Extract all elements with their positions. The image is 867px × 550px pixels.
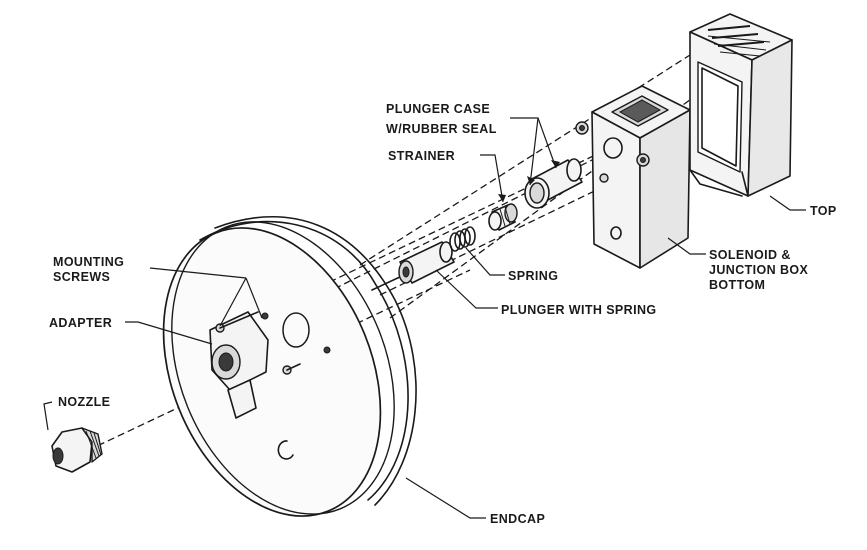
label-endcap: ENDCAP bbox=[490, 512, 545, 526]
label-top: TOP bbox=[810, 204, 837, 218]
cover-stamp bbox=[707, 25, 771, 57]
solenoid-junction-box-bottom bbox=[575, 85, 691, 269]
label-adapter: ADAPTER bbox=[49, 316, 112, 330]
label-nozzle: NOZZLE bbox=[58, 395, 110, 409]
adapter bbox=[209, 311, 301, 419]
label-mounting-line-2: SCREWS bbox=[53, 270, 110, 284]
spring bbox=[449, 226, 476, 252]
label-plunger-with-spring: PLUNGER WITH SPRING bbox=[501, 303, 657, 317]
screw-hole-lower bbox=[323, 346, 331, 354]
label-mounting-line-1: MOUNTING bbox=[53, 255, 124, 269]
labels: PLUNGER CASE W/RUBBER SEAL STRAINER TOP … bbox=[49, 102, 837, 526]
screw-hole-upper bbox=[261, 312, 269, 320]
label-rubber-seal: W/RUBBER SEAL bbox=[386, 122, 497, 136]
label-solenoid-line-2: JUNCTION BOX bbox=[709, 263, 809, 277]
plunger-with-spring bbox=[398, 241, 455, 284]
label-strainer: STRAINER bbox=[388, 149, 455, 163]
leader-lines bbox=[43, 117, 806, 519]
retaining-ring bbox=[277, 440, 294, 460]
label-plunger-case: PLUNGER CASE bbox=[386, 102, 490, 116]
label-solenoid-line-1: SOLENOID & bbox=[709, 248, 791, 262]
label-spring: SPRING bbox=[508, 269, 558, 283]
endcap-port-hole bbox=[282, 312, 310, 348]
endcap bbox=[162, 216, 417, 517]
strainer bbox=[488, 203, 518, 231]
top-cover bbox=[689, 13, 793, 197]
plunger-case bbox=[524, 158, 583, 209]
nozzle bbox=[51, 427, 103, 473]
label-solenoid-line-3: BOTTOM bbox=[709, 278, 765, 292]
